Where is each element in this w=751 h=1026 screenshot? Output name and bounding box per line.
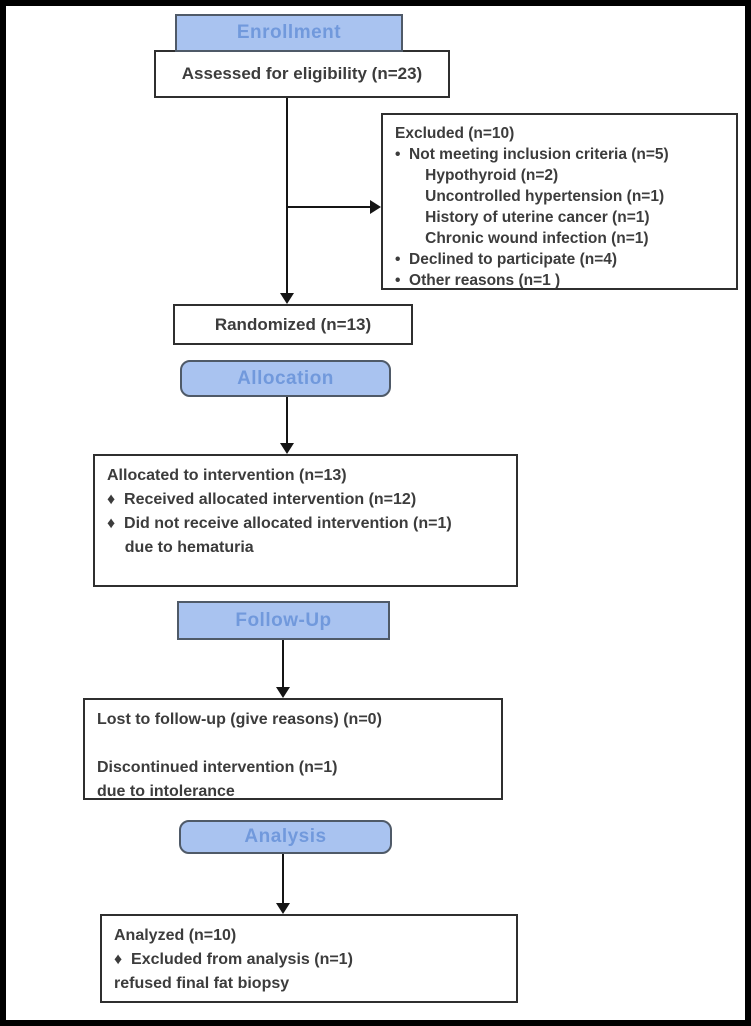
connector-branch-excluded [287,206,371,208]
excluded-reason-uterine-cancer: History of uterine cancer (n=1) [395,209,650,226]
follow-up-phase-label: Follow-Up [235,609,332,631]
excluded-reason-hypertension: Uncontrolled hypertension (n=1) [395,188,665,205]
analyzed-box: Analyzed (n=10) ♦ Excluded from analysis… [100,914,518,1003]
arrowhead-right-excluded [370,200,381,214]
arrowhead-down-randomized [280,293,294,304]
excluded-box: Excluded (n=10) • Not meeting inclusion … [381,113,738,290]
arrowhead-down-lost [276,687,290,698]
analyzed-excluded-reason: refused final fat biopsy [114,975,290,992]
connector-allocation-allocated [286,397,288,444]
excluded-reason-not-meeting-criteria: • Not meeting inclusion criteria (n=5) [395,146,669,163]
randomized-box: Randomized (n=13) [173,304,413,345]
allocated-not-received-reason: due to hematuria [107,539,254,556]
excluded-title: Excluded (n=10) [395,125,515,142]
allocated-box: Allocated to intervention (n=13) ♦ Recei… [93,454,518,587]
arrowhead-down-allocated [280,443,294,454]
analysis-phase-label: Analysis [244,826,327,847]
excluded-reason-other: • Other reasons (n=1 ) [395,272,561,289]
discontinued-reason: due to intolerance [97,783,235,800]
excluded-reason-hypothyroid: Hypothyroid (n=2) [395,167,559,184]
allocated-not-received: ♦ Did not receive allocated intervention… [107,515,452,532]
analyzed-excluded: ♦ Excluded from analysis (n=1) [114,951,353,968]
discontinued-text: Discontinued intervention (n=1) [97,759,338,776]
lost-to-follow-up-text: Lost to follow-up (give reasons) (n=0) [97,711,382,728]
allocated-received: ♦ Received allocated intervention (n=12) [107,491,417,508]
allocation-phase-label: Allocation [237,367,334,389]
allocation-phase-header: Allocation [180,360,391,397]
assessed-eligibility-box: Assessed for eligibility (n=23) [154,50,450,98]
excluded-reason-declined: • Declined to participate (n=4) [395,251,618,268]
assessed-eligibility-text: Assessed for eligibility (n=23) [181,64,423,83]
analyzed-title: Analyzed (n=10) [114,927,237,944]
allocated-title: Allocated to intervention (n=13) [107,467,347,484]
randomized-text: Randomized (n=13) [214,314,372,334]
excluded-reason-wound-infection: Chronic wound infection (n=1) [395,230,649,247]
lost-spacer-line [97,732,491,756]
arrowhead-down-analyzed [276,903,290,914]
analysis-phase-header: Analysis [179,820,392,854]
follow-up-phase-header: Follow-Up [177,601,390,640]
connector-assessed-randomized [286,98,288,296]
enrollment-phase-header: Enrollment [175,14,403,52]
connector-analysis-analyzed [282,854,284,904]
connector-followup-lost [282,640,284,688]
lost-to-follow-up-box: Lost to follow-up (give reasons) (n=0) D… [83,698,503,800]
enrollment-phase-label: Enrollment [236,22,342,43]
